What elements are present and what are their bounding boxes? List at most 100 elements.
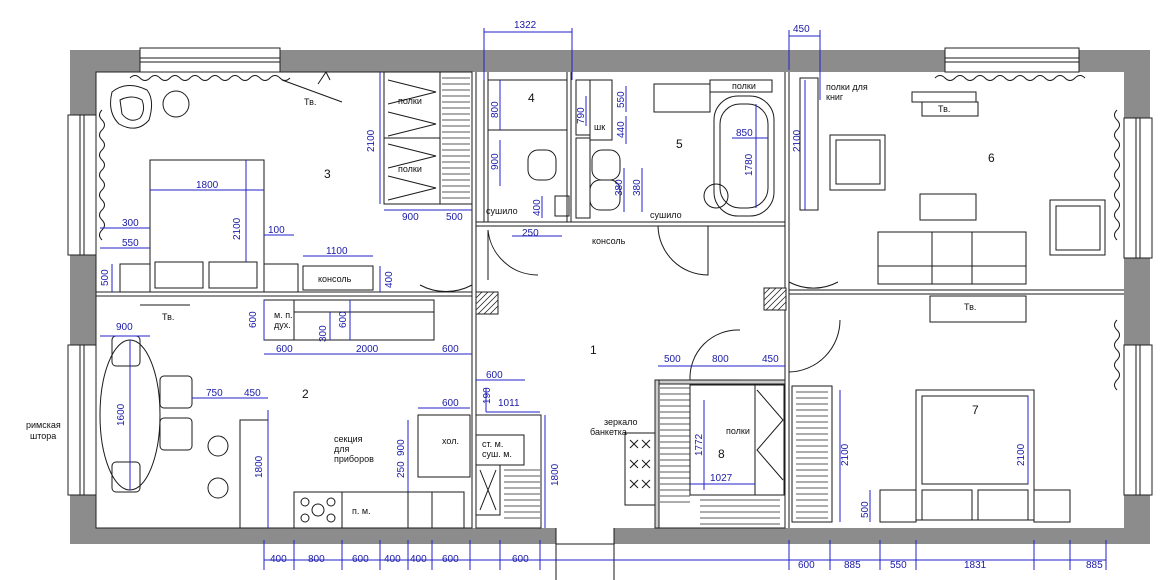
room-6-furniture xyxy=(799,77,1106,285)
dim-bot-1831: 1831 xyxy=(964,560,987,571)
dim-bot-400-a: 400 xyxy=(270,554,287,565)
appliance-section-label-3: приборов xyxy=(334,454,374,464)
dim-600-r2-v2: 600 xyxy=(338,311,349,328)
room-numbers: 1 2 3 4 5 6 7 8 xyxy=(302,91,995,461)
tv-label-room2: Тв. xyxy=(162,312,174,322)
dim-440: 440 xyxy=(616,121,627,138)
room-number-2: 2 xyxy=(302,387,309,401)
dim-450-r8: 450 xyxy=(762,354,779,365)
tv-label-room7: Тв. xyxy=(964,302,976,312)
dim-1780: 1780 xyxy=(744,153,755,176)
dim-1011: 1011 xyxy=(498,398,520,409)
washer-label-2: суш. м. xyxy=(482,449,512,459)
furniture-labels: Тв. Тв. Тв. Тв. полки полки полки полки … xyxy=(26,81,976,516)
dim-550-r5: 550 xyxy=(616,91,627,108)
dim-380-a: 380 xyxy=(614,179,625,196)
console-label-hall: консоль xyxy=(592,236,626,246)
book-shelves-label-1: полки для xyxy=(826,82,868,92)
dim-600-r2-v: 600 xyxy=(248,311,259,328)
dimension-lines xyxy=(100,28,1107,570)
dim-1800-laundry: 1800 xyxy=(550,463,561,486)
dishwasher-label: п. м. xyxy=(352,506,371,516)
dim-790: 790 xyxy=(576,107,587,124)
dim-300-r3: 300 xyxy=(122,218,139,229)
shelves-label-bath: полки xyxy=(732,81,756,91)
dim-2000-r2: 2000 xyxy=(356,344,379,355)
room-number-5: 5 xyxy=(676,137,683,151)
room-3-furniture xyxy=(110,71,473,293)
dim-900-r2: 900 xyxy=(116,322,133,333)
dim-250-r5: 250 xyxy=(522,228,539,239)
dim-1322: 1322 xyxy=(514,20,537,31)
dim-100-r3: 100 xyxy=(268,225,285,236)
dim-500-r3-left: 500 xyxy=(100,269,111,286)
dim-400-r3: 400 xyxy=(384,271,395,288)
fridge-label: хол. xyxy=(442,436,459,446)
room-8-furniture xyxy=(475,384,786,525)
mirror-label-1: зеркало xyxy=(604,417,638,427)
dim-2100-r6: 2100 xyxy=(792,129,803,152)
dim-bot-600-a: 600 xyxy=(352,554,369,565)
dim-400-r5: 400 xyxy=(532,199,543,216)
mirror-label-2: банкетка xyxy=(590,427,627,437)
dim-1800-r2: 1800 xyxy=(254,455,265,478)
tv-label-room6: Тв. xyxy=(938,104,950,114)
book-shelves-label-2: книг xyxy=(826,92,844,102)
dim-750-r2: 750 xyxy=(206,388,223,399)
room-2-furniture xyxy=(99,299,471,529)
room-number-4: 4 xyxy=(528,91,535,105)
dim-2100-bed3: 2100 xyxy=(232,217,243,240)
dim-800-r4: 800 xyxy=(490,101,501,118)
cabinet-label: шк xyxy=(594,122,605,132)
appliance-section-label-1: секция xyxy=(334,434,363,444)
doors xyxy=(419,225,841,381)
room-number-6: 6 xyxy=(988,151,995,165)
dim-550-r3: 550 xyxy=(122,238,139,249)
dim-600-fridge: 600 xyxy=(442,398,459,409)
dim-500-r3: 500 xyxy=(446,212,463,223)
dim-900-r3: 900 xyxy=(402,212,419,223)
dim-1600-r2: 1600 xyxy=(116,403,127,426)
dimension-texts: 1322 450 2100 1800 2100 900 500 300 550 … xyxy=(100,20,1103,571)
dim-500-r7: 500 xyxy=(860,501,871,518)
shelves-label-2: полки xyxy=(398,164,422,174)
dim-900-r2-k: 900 xyxy=(396,439,407,456)
appliance-section-label-2: для xyxy=(334,444,350,454)
dim-2100-r3: 2100 xyxy=(366,129,377,152)
roman-blind-label-2: штора xyxy=(30,431,56,441)
dim-500-r8: 500 xyxy=(664,354,681,365)
dim-250-r2: 250 xyxy=(396,461,407,478)
room-number-3: 3 xyxy=(324,167,331,181)
dim-bot-885-b: 885 xyxy=(1086,560,1103,571)
dim-1100-r3: 1100 xyxy=(326,246,348,257)
dim-1027: 1027 xyxy=(710,473,733,484)
dim-bot-600-d: 600 xyxy=(798,560,815,571)
microwave-label-1: м. п. xyxy=(274,310,293,320)
console-label-room3: консоль xyxy=(318,274,352,284)
shelves-label-room8: полки xyxy=(726,426,750,436)
dim-bot-400-b: 400 xyxy=(384,554,401,565)
washer-label-1: ст. м. xyxy=(482,439,503,449)
dim-900-r4: 900 xyxy=(490,153,501,170)
dim-1772: 1772 xyxy=(694,433,705,456)
dim-bot-550: 550 xyxy=(890,560,907,571)
dim-850: 850 xyxy=(736,128,753,139)
curtains xyxy=(99,75,1120,391)
dim-800-r8: 800 xyxy=(712,354,729,365)
dim-600-r2-a: 600 xyxy=(276,344,293,355)
dim-bot-885-a: 885 xyxy=(844,560,861,571)
tv-label-room3: Тв. xyxy=(304,97,316,107)
microwave-label-2: дух. xyxy=(274,320,291,330)
dim-bot-600-c: 600 xyxy=(512,554,529,565)
dim-450-r2: 450 xyxy=(244,388,261,399)
dim-2100-r7: 2100 xyxy=(1016,443,1027,466)
dim-300-r2: 300 xyxy=(318,325,329,342)
shelves-label-1: полки xyxy=(398,96,422,106)
dim-600-r2-b: 600 xyxy=(442,344,459,355)
dim-450-top: 450 xyxy=(793,24,810,35)
outer-walls xyxy=(67,47,1153,580)
room-number-1: 1 xyxy=(590,343,597,357)
dim-600-laundry: 600 xyxy=(486,370,503,381)
bathroom-fixtures xyxy=(487,79,775,219)
